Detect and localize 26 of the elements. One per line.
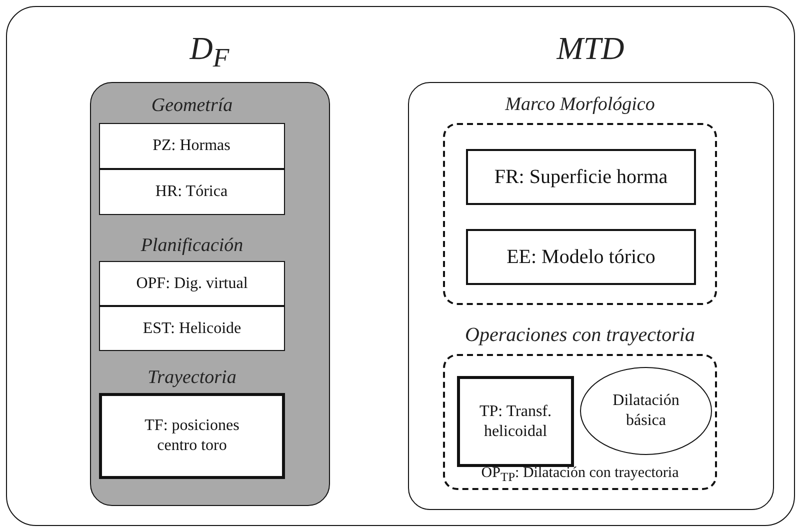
box-label: HR: Tórica bbox=[154, 182, 229, 202]
box-label: TP: Transf. helicoidal bbox=[478, 402, 553, 442]
box-label: EST: Helicoide bbox=[142, 318, 242, 338]
group-heading: Trayectoria bbox=[146, 368, 238, 389]
group-heading: D$_{F}$ bbox=[188, 30, 230, 72]
group-caption: OP$_{TP}$: Dilatación con trayectoria bbox=[480, 465, 680, 485]
group-heading: Marco Morfológico bbox=[504, 95, 656, 116]
ellipse-node bbox=[580, 367, 712, 455]
group-heading: Geometría bbox=[150, 96, 234, 117]
box-label: FR: Superficie horma bbox=[493, 164, 669, 190]
item-box bbox=[466, 229, 696, 285]
item-box bbox=[98, 168, 284, 214]
item-box bbox=[98, 122, 284, 168]
box-label: OPF: Dig. virtual bbox=[135, 274, 249, 294]
item-box bbox=[99, 306, 285, 351]
box-label: Dilatación básica bbox=[612, 391, 680, 431]
group-heading: MTD bbox=[555, 30, 626, 66]
box-label: TF: posiciones centro toro bbox=[144, 416, 240, 456]
item-box bbox=[99, 261, 285, 306]
group-heading: Planificación bbox=[140, 236, 244, 257]
box-label: PZ: Hormas bbox=[152, 136, 232, 156]
item-box bbox=[457, 376, 574, 467]
item-box bbox=[466, 149, 696, 205]
group-heading: Operaciones con trayectoria bbox=[464, 324, 696, 346]
box-label: EE: Modelo tórico bbox=[506, 244, 656, 270]
outer-frame bbox=[6, 6, 795, 526]
